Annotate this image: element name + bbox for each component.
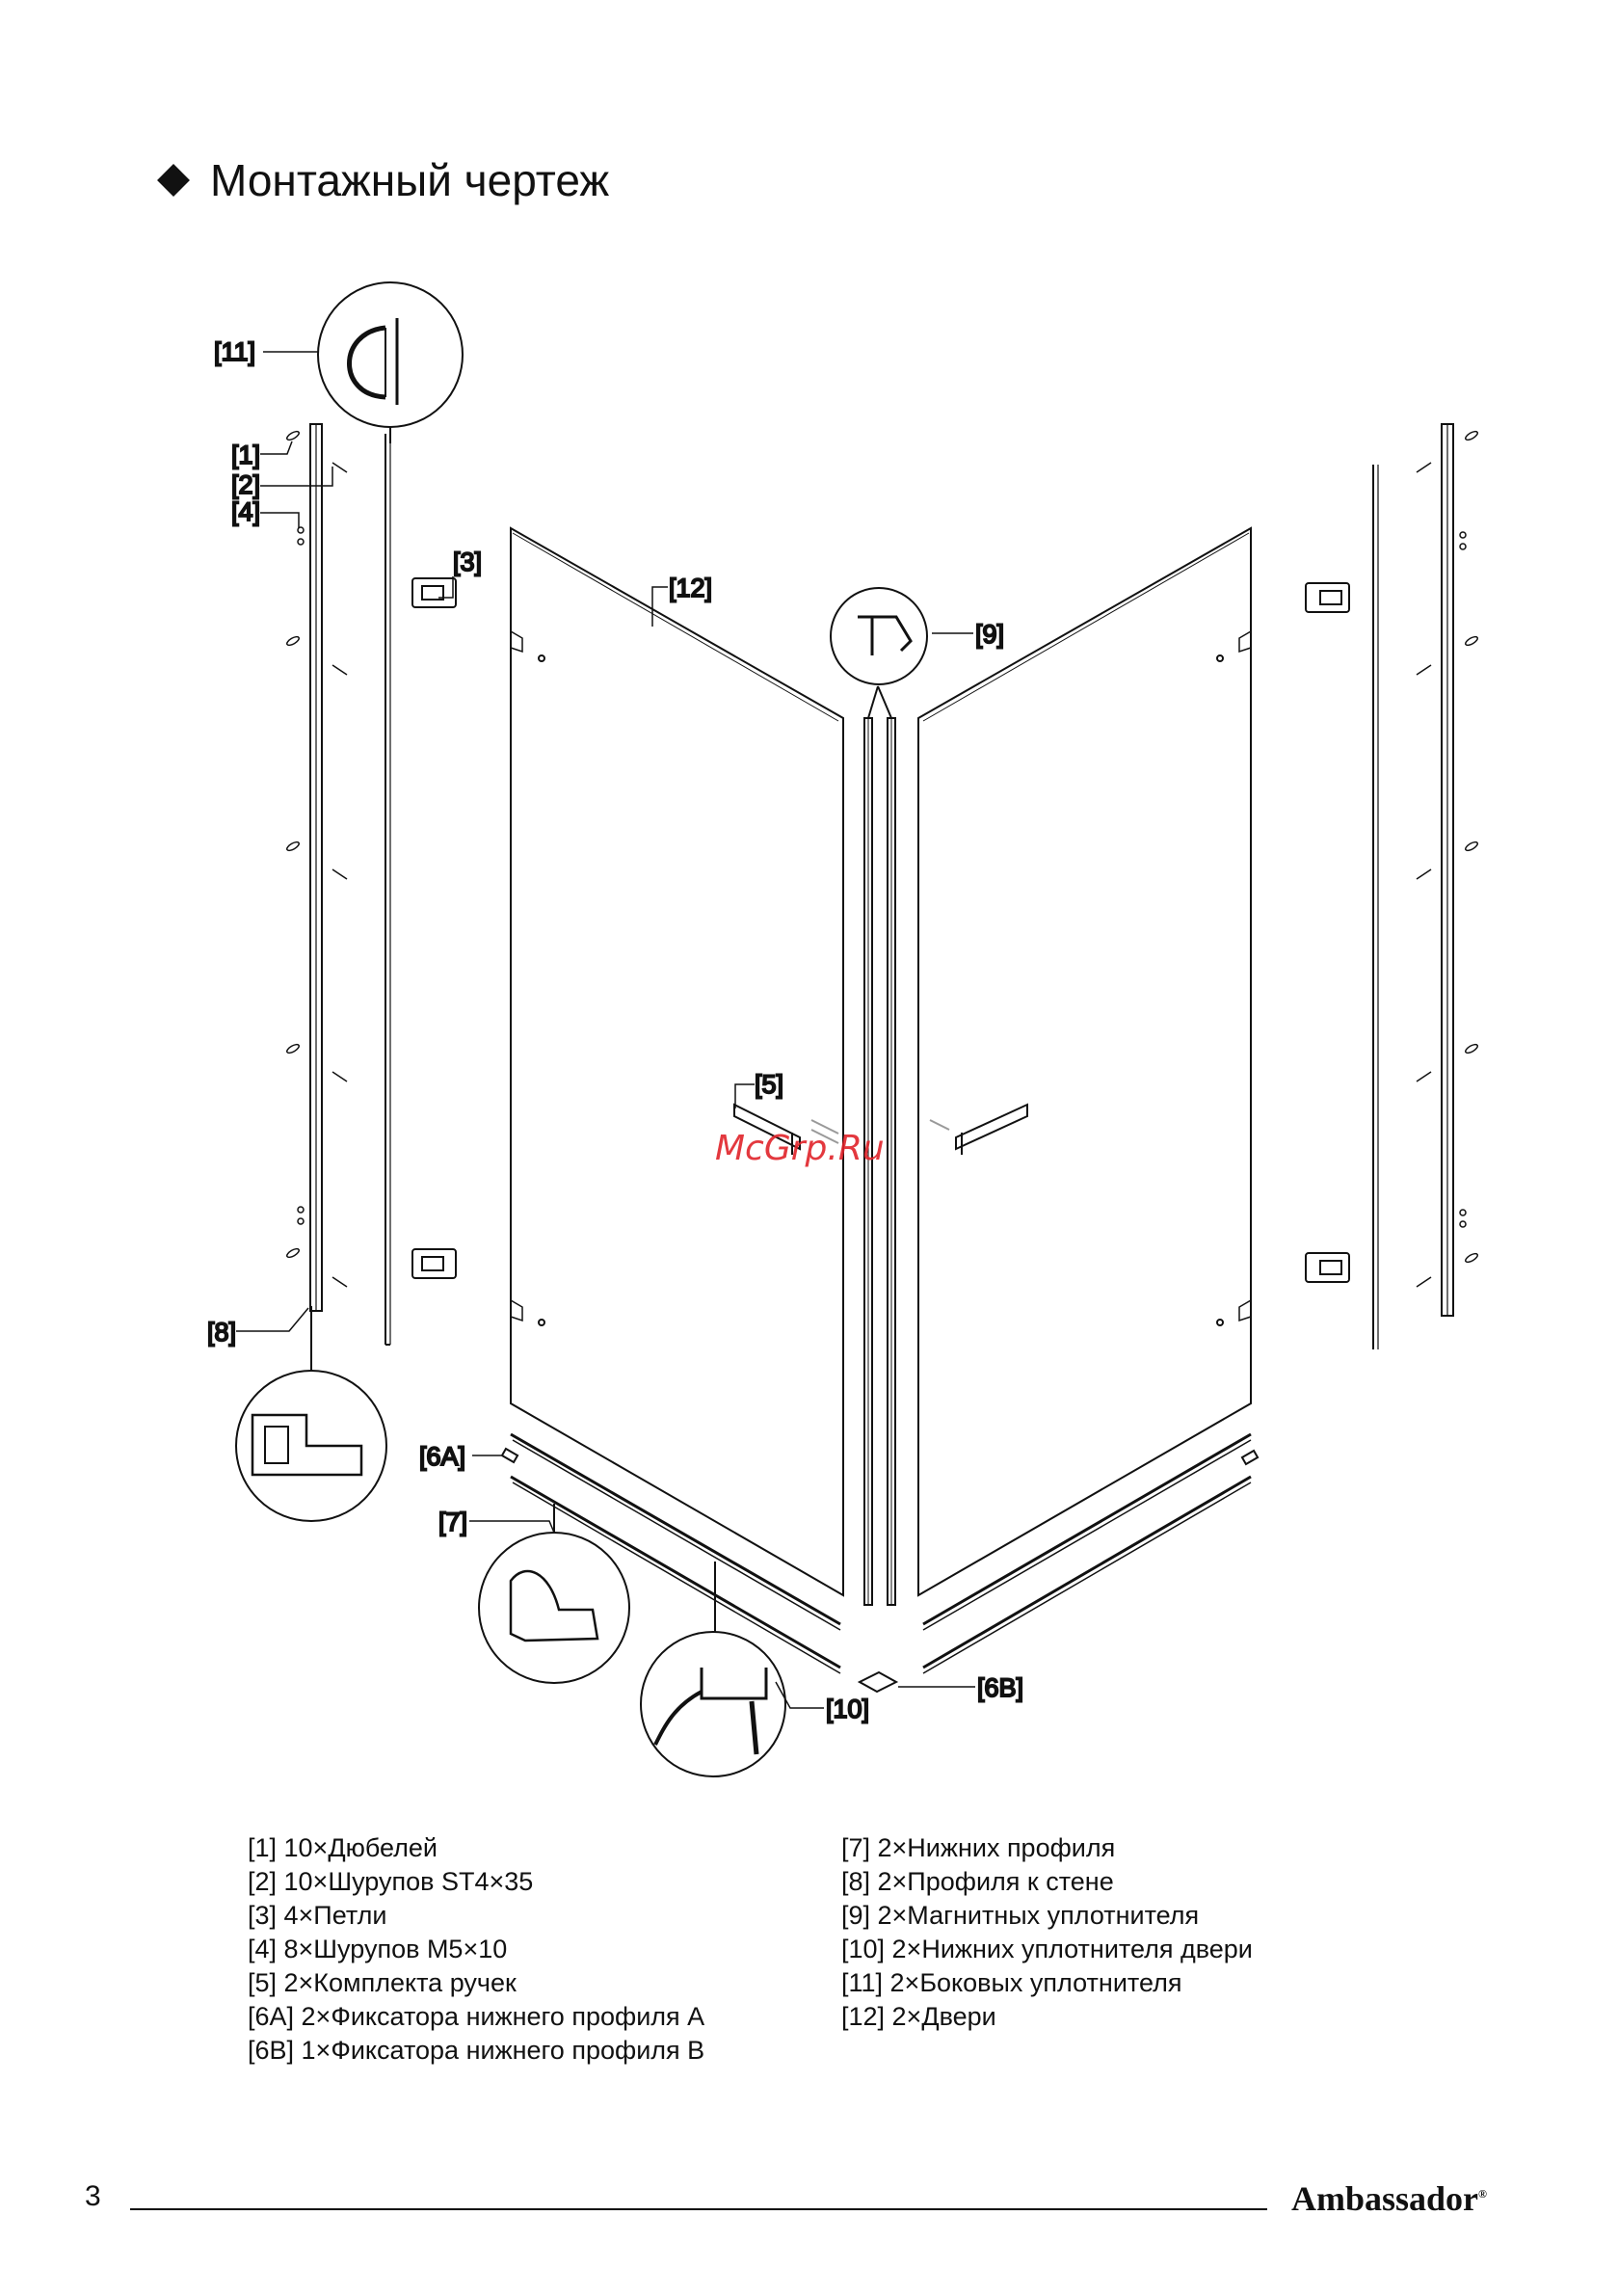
detail-side-seal (317, 281, 464, 443)
callout-4: [4] (231, 497, 260, 526)
center-magnetic-seals (863, 685, 896, 1606)
watermark-text: McGrp.Ru (715, 1129, 885, 1168)
left-hinges (411, 577, 457, 1279)
footer-divider (130, 2208, 1267, 2210)
legend-item: [4] 8×Шурупов M5×10 (248, 1935, 508, 1963)
callout-2: [2] (231, 470, 260, 499)
legend-item: [3] 4×Петли (248, 1901, 387, 1930)
legend-item: [8] 2×Профиля к стене (841, 1867, 1114, 1896)
left-side-seal (385, 434, 391, 1346)
legend-item: [9] 2×Магнитных уплотнителя (841, 1901, 1200, 1930)
callout-6b: [6B] (977, 1673, 1023, 1702)
brand-registered-mark: ® (1478, 2187, 1487, 2201)
bottom-profiles (510, 1475, 1252, 1674)
callout-7: [7] (438, 1508, 467, 1536)
page-title-text: Монтажный чертеж (210, 155, 610, 205)
right-handle (929, 1103, 1028, 1155)
page-number: 3 (85, 2180, 101, 2212)
legend-left: [1] 10×Дюбелей [2] 10×Шурупов ST4×35 [3]… (248, 1831, 704, 2068)
callout-8: [8] (207, 1318, 236, 1347)
right-dowels-screws (1416, 430, 1478, 1288)
page-title: Монтажный чертеж (157, 154, 610, 206)
callout-1: [1] (231, 441, 260, 469)
callout-3: [3] (453, 547, 482, 576)
callout-6a: [6A] (419, 1442, 465, 1471)
legend-item: [1] 10×Дюбелей (248, 1833, 438, 1862)
callout-12: [12] (669, 574, 712, 602)
bottom-door-seals (510, 1432, 1252, 1631)
legend-item: [7] 2×Нижних профиля (841, 1833, 1116, 1862)
legend-item: [11] 2×Боковых уплотнителя (841, 1968, 1182, 1997)
legend-item: [10] 2×Нижних уплотнителя двери (841, 1935, 1253, 1963)
legend-item: [2] 10×Шурупов ST4×35 (248, 1867, 534, 1896)
brand-name: Ambassador (1291, 2179, 1479, 2218)
detail-wall-profile (235, 1306, 387, 1522)
left-handle (733, 1103, 839, 1155)
callout-9: [9] (975, 620, 1004, 649)
legend-item: [5] 2×Комплекта ручек (248, 1968, 517, 1997)
detail-bottom-profile (478, 1504, 630, 1684)
detail-door-seal (640, 1562, 786, 1777)
left-dowels-screws (286, 430, 348, 1288)
right-side-seal (1372, 465, 1379, 1349)
right-door (917, 526, 1252, 1597)
callout-11: [11] (214, 337, 255, 366)
detail-magnetic-seal (830, 587, 928, 685)
callout-10: [10] (826, 1695, 869, 1723)
right-wall-profile (1441, 423, 1454, 1317)
brand-logo: Ambassador® (1291, 2178, 1487, 2219)
right-hinges (1305, 582, 1350, 1283)
left-wall-profile (309, 423, 323, 1312)
callout-5: [5] (755, 1070, 783, 1099)
leader-lines (236, 351, 975, 1709)
legend-item: [6B] 1×Фиксатора нижнего профиля B (248, 2036, 705, 2065)
legend-right: [7] 2×Нижних профиля [8] 2×Профиля к сте… (841, 1831, 1253, 2034)
legend-item: [12] 2×Двери (841, 2002, 996, 2031)
left-door (510, 526, 844, 1597)
legend-item: [6A] 2×Фиксатора нижнего профиля A (248, 2002, 705, 2031)
fixators (500, 1447, 1260, 1694)
